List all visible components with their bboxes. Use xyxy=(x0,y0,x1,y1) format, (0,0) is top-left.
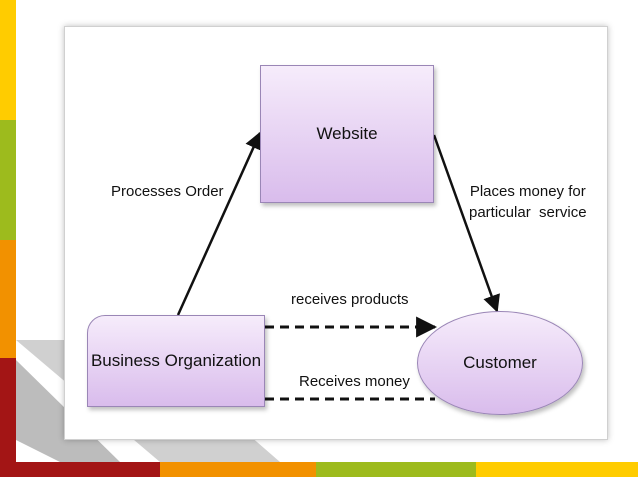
bar-red xyxy=(0,462,160,477)
label-processes-order: Processes Order xyxy=(111,183,224,200)
strip-yellow xyxy=(0,0,16,120)
node-website-label: Website xyxy=(316,124,378,143)
arrow-website-to-customer xyxy=(432,134,500,313)
label-places-money-line2: particular service xyxy=(469,204,587,221)
bar-yellow xyxy=(476,462,638,477)
node-customer: Customer xyxy=(417,311,583,415)
label-receives-money: Receives money xyxy=(299,373,410,390)
bar-green xyxy=(316,462,476,477)
strip-red xyxy=(0,358,16,463)
label-places-money: Places money for particular service xyxy=(469,181,587,223)
bar-orange xyxy=(160,462,316,477)
label-places-money-line1: Places money for xyxy=(469,183,586,200)
node-website: Website xyxy=(260,65,434,203)
node-customer-label: Customer xyxy=(463,353,537,372)
strip-orange xyxy=(0,240,16,358)
node-business-organization: Business Organization xyxy=(87,315,265,407)
arrow-business-to-website xyxy=(176,131,262,316)
diagram-frame: Website Business Organization Customer P… xyxy=(64,26,608,440)
arrows-layer xyxy=(176,131,500,401)
label-receives-products: receives products xyxy=(291,291,409,308)
node-business-label: Business Organization xyxy=(90,351,262,370)
strip-green xyxy=(0,120,16,240)
